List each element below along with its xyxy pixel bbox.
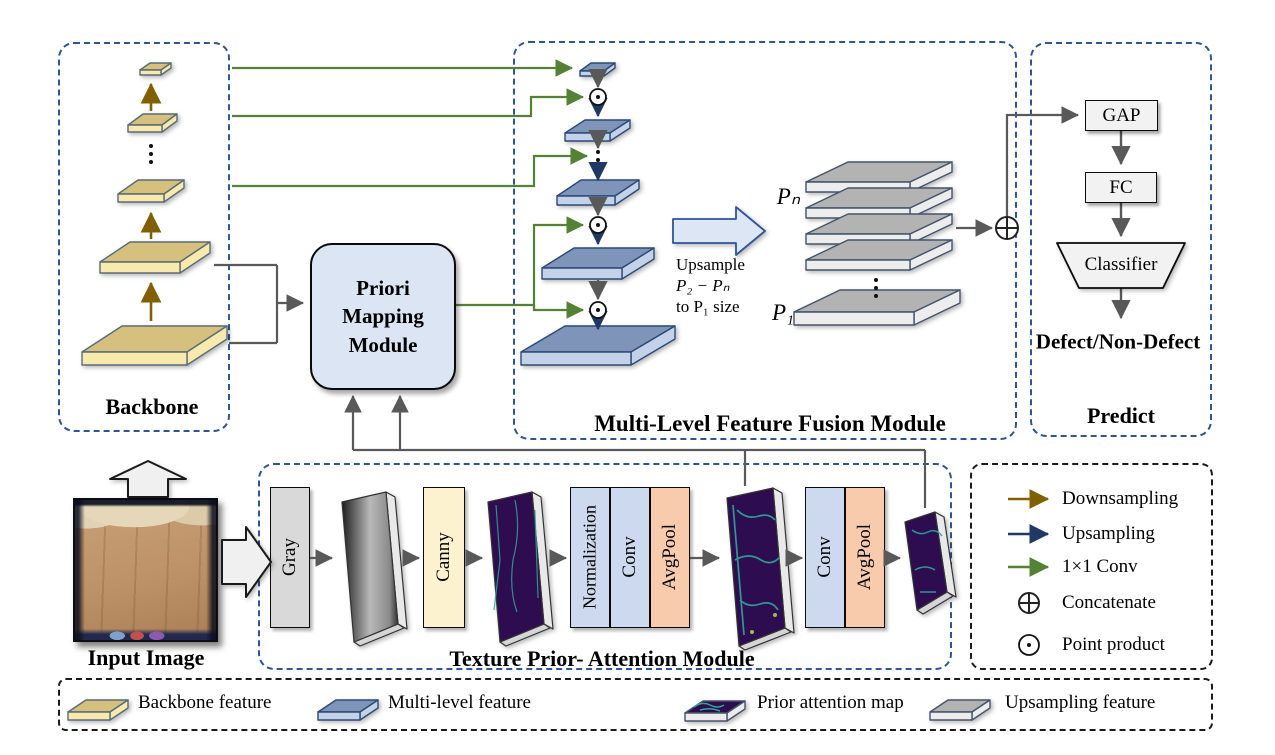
predict-label: Predict	[1086, 403, 1156, 428]
gray-op-label: Gray	[279, 538, 300, 576]
predict-module-box	[1030, 42, 1212, 437]
p-bottom-label: P₁	[771, 300, 794, 325]
canny-op-box	[423, 487, 465, 628]
input-image-label: Input Image	[87, 645, 205, 670]
canny-edge-panel	[487, 491, 554, 647]
legend-concatenate-label: Concatenate	[1062, 592, 1156, 613]
one-by-one-conv-lines	[232, 59, 589, 319]
priori-mapping-module-label: Priori Mapping Module	[342, 275, 424, 357]
legend-upsampling-feature-label: Upsampling feature	[1005, 692, 1156, 713]
legend-prior-attention-map-slab	[684, 700, 746, 722]
input-image-photo	[73, 498, 218, 642]
conv2-op-box	[805, 487, 845, 628]
legend-box	[970, 463, 1213, 670]
bottom-legend-box	[58, 678, 1213, 731]
legend-backbone-feature-slab	[67, 699, 129, 721]
gap-box: GAP	[1085, 100, 1158, 131]
gray-op-box	[270, 487, 310, 628]
normalization-op-box	[570, 487, 610, 628]
conv2-op-label: Conv	[814, 536, 835, 578]
legend-upsampling-label: Upsampling	[1062, 523, 1155, 544]
conv1-op-label: Conv	[619, 536, 640, 578]
backbone-module-box	[58, 42, 230, 432]
legend-upsampling-feature-slab	[929, 699, 991, 721]
upsample-note-line3: to P₁ size	[676, 297, 740, 316]
avgpool2-op-label: AvgPool	[854, 523, 875, 591]
backbone-downsampling-arrows	[140, 82, 162, 321]
legend-prior-attention-map-label: Prior attention map	[757, 692, 904, 713]
conv1-op-box	[610, 487, 650, 628]
input-up-block-arrow	[109, 460, 187, 498]
stack-to-predict-lines	[956, 106, 1080, 237]
fusion-column-arrows	[588, 69, 608, 331]
stack-dots	[874, 278, 878, 298]
avgpool1-op-label: AvgPool	[659, 523, 680, 591]
normalization-op-label: Normalization	[579, 505, 600, 609]
fusion-module-box	[513, 41, 1017, 440]
backbone-to-pmm-lines	[214, 263, 305, 345]
legend-concatenate-icon	[1018, 592, 1040, 614]
legend-multilevel-feature-slab	[317, 699, 379, 721]
fusion-module-label: Multi-Level Feature Fusion Module	[594, 411, 946, 436]
legend-downsampling-label: Downsampling	[1062, 488, 1179, 509]
legend-1x1conv-label: 1×1 Conv	[1062, 556, 1138, 577]
canny-op-label: Canny	[433, 532, 454, 582]
texture-module-label: Texture Prior- Attention Module	[449, 646, 755, 671]
backbone-feature-slabs	[81, 62, 228, 366]
backbone-label: Backbone	[105, 394, 199, 419]
avgpool1-op-box	[650, 487, 690, 628]
priori-mapping-module-box: Priori Mapping Module	[310, 243, 456, 390]
concatenate-icon	[995, 216, 1019, 240]
attention-to-pmm-lines	[344, 394, 927, 508]
p-top-label: Pₙ	[776, 184, 800, 209]
legend-multilevel-feature-label: Multi-level feature	[388, 692, 531, 713]
upsample-note-line1: Upsample	[676, 255, 745, 274]
prior-attention-map-1	[726, 487, 795, 651]
classifier-label: Classifier	[1084, 254, 1158, 275]
upsample-note-line2: P₂ − Pₙ	[676, 276, 730, 295]
input-right-block-arrow	[221, 526, 272, 598]
point-product-icons	[589, 88, 607, 319]
prediction-output-label: Defect/Non-Defect	[1035, 329, 1201, 354]
upsampling-feature-stack	[793, 161, 961, 326]
upsample-block-arrow	[672, 206, 766, 256]
legend-point-product-label: Point product	[1062, 634, 1165, 655]
classifier-trapezoid	[1056, 242, 1186, 289]
multilevel-feature-slabs	[520, 62, 676, 366]
prior-attention-map-2	[904, 511, 957, 615]
grayscale-panel	[341, 491, 408, 647]
fc-box: FC	[1085, 172, 1157, 203]
legend-point-product-icon	[1018, 634, 1040, 656]
legend-backbone-feature-label: Backbone feature	[138, 692, 272, 713]
